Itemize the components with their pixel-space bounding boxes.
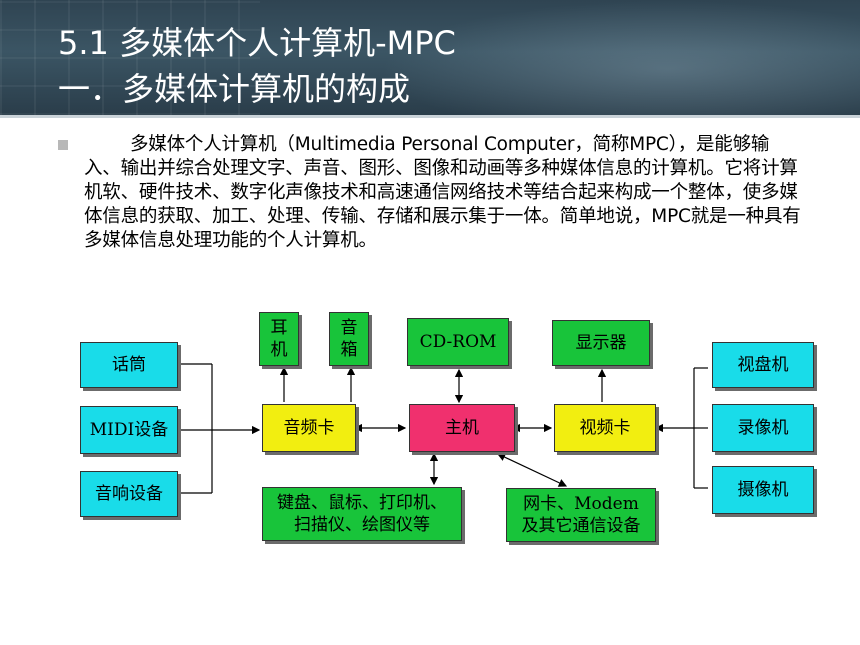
bullet-square-icon — [58, 140, 68, 150]
box-host: 主机 — [409, 404, 515, 452]
box-speaker: 音箱 — [329, 312, 369, 366]
label-peripherals-line1: 键盘、鼠标、打印机、 — [277, 493, 447, 513]
box-audio-device: 音响设备 — [80, 471, 178, 517]
box-earphone: 耳机 — [259, 312, 299, 366]
box-video-card: 视频卡 — [554, 404, 656, 452]
label-video-card: 视频卡 — [579, 418, 631, 438]
label-cdrom: CD-ROM — [419, 332, 497, 352]
label-speaker: 音箱 — [340, 318, 358, 360]
label-earphone: 耳机 — [270, 318, 288, 360]
label-network-line1: 网卡、Modem — [523, 494, 639, 514]
slide-title: 5.1 多媒体个人计算机-MPC — [58, 24, 456, 62]
label-host: 主机 — [445, 418, 479, 438]
slide-subtitle: 一．多媒体计算机的构成 — [58, 70, 411, 108]
label-peripherals-line2: 扫描仪、绘图仪等 — [294, 515, 430, 535]
box-vcr: 录像机 — [712, 404, 814, 452]
box-cdrom: CD-ROM — [407, 318, 509, 366]
box-peripherals: 键盘、鼠标、打印机、 扫描仪、绘图仪等 — [262, 487, 462, 541]
box-midi-device: MIDI设备 — [80, 406, 178, 454]
label-midi-device: MIDI设备 — [89, 420, 169, 440]
label-camera: 摄像机 — [737, 480, 789, 500]
label-network-line2: 及其它通信设备 — [521, 516, 641, 536]
body-paragraph: 多媒体个人计算机（Multimedia Personal Computer，简称… — [84, 134, 801, 251]
label-microphone: 话筒 — [112, 355, 146, 375]
label-vcr: 录像机 — [737, 418, 789, 438]
label-sound-card: 音频卡 — [283, 418, 335, 438]
mpc-structure-diagram: 话筒 MIDI设备 音响设备 耳机 音箱 音频卡 CD-ROM 主机 显示器 视… — [78, 312, 818, 558]
box-camera: 摄像机 — [712, 466, 814, 514]
header-glow — [380, 0, 860, 115]
label-audio-device: 音响设备 — [95, 484, 163, 504]
diagram-connectors — [180, 363, 708, 494]
header-texture — [0, 0, 260, 115]
box-network: 网卡、Modem 及其它通信设备 — [506, 488, 656, 542]
header-divider — [0, 115, 860, 118]
box-microphone: 话筒 — [80, 342, 178, 388]
label-video-disc: 视盘机 — [737, 355, 789, 375]
box-display: 显示器 — [552, 320, 650, 366]
label-display: 显示器 — [575, 333, 627, 353]
box-sound-card: 音频卡 — [262, 404, 356, 452]
slide-header: 5.1 多媒体个人计算机-MPC 一．多媒体计算机的构成 — [0, 0, 860, 115]
box-video-disc: 视盘机 — [712, 342, 814, 388]
